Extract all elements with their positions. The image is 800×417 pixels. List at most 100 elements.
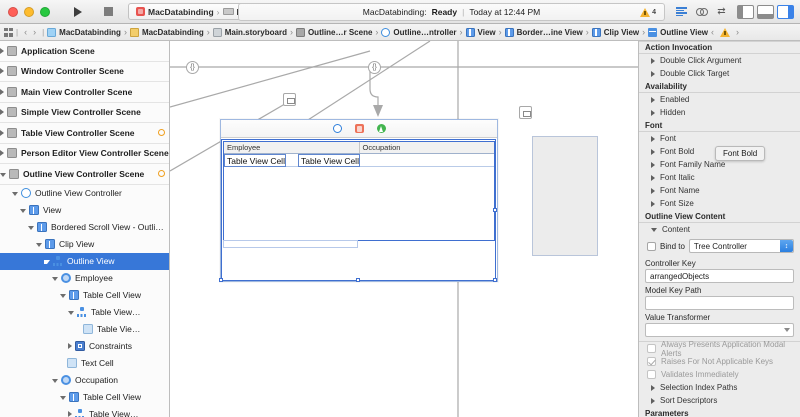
view-controller-dock-icon[interactable] xyxy=(332,124,342,133)
outline-scene-row[interactable]: Person Editor View Controller Scene xyxy=(0,144,169,164)
segue-badge-icon[interactable] xyxy=(519,106,532,119)
outline-scene-row[interactable]: Table View Controller Scene xyxy=(0,123,169,144)
chevron-right-icon[interactable] xyxy=(651,57,655,64)
inspector-option-row[interactable]: Validates Immediately xyxy=(639,368,800,381)
breadcrumb-scroll-view[interactable]: Border…ine View xyxy=(504,27,583,37)
toggle-utilities-button[interactable] xyxy=(777,4,794,19)
disclosure-triangle-icon[interactable] xyxy=(0,150,4,157)
run-button[interactable] xyxy=(64,3,92,20)
connection-badge[interactable]: {} xyxy=(368,61,381,74)
table-view-cell[interactable]: Table View Cell xyxy=(224,154,286,167)
first-responder-dock-icon[interactable] xyxy=(354,124,364,133)
outline-node-row[interactable]: Table Cell View xyxy=(0,389,169,406)
forward-arrow-icon[interactable]: › xyxy=(33,27,37,37)
chevron-right-icon[interactable] xyxy=(651,161,655,168)
disclosure-triangle-icon[interactable] xyxy=(0,129,4,136)
breadcrumb-project[interactable]: MacDatabinding xyxy=(47,27,121,37)
inspector-row[interactable]: Hidden xyxy=(639,106,800,119)
resize-handle[interactable] xyxy=(493,278,497,282)
inspector-row[interactable]: Font Family Name xyxy=(639,158,800,171)
outline-view-table[interactable]: Employee Occupation Table View Cell Tabl… xyxy=(223,141,495,241)
jumpbar-warning-icon[interactable] xyxy=(720,27,731,37)
toggle-debug-area-button[interactable] xyxy=(757,4,774,19)
inspector-row[interactable]: Enabled xyxy=(639,93,800,106)
resize-handle[interactable] xyxy=(219,278,223,282)
model-key-path-input[interactable] xyxy=(645,296,794,310)
storyboard-canvas[interactable]: {} {} Employee Occupation Table Vi xyxy=(170,41,638,417)
exit-dock-icon[interactable] xyxy=(376,124,386,133)
breadcrumb-storyboard[interactable]: Main.storyboard xyxy=(212,27,287,37)
segue-badge-icon[interactable] xyxy=(283,93,296,106)
chevron-right-icon[interactable] xyxy=(651,200,655,207)
disclosure-triangle-icon[interactable] xyxy=(68,343,72,349)
close-button[interactable] xyxy=(8,6,18,17)
option-checkbox[interactable] xyxy=(647,357,656,366)
option-checkbox[interactable] xyxy=(647,370,656,379)
chevron-right-icon[interactable] xyxy=(651,148,655,155)
outline-node-row[interactable]: Text Cell xyxy=(0,355,169,372)
outline-scene-row[interactable]: Simple View Controller Scene xyxy=(0,103,169,123)
outline-node-row[interactable]: Outline View Controller xyxy=(0,185,169,202)
inspector-row[interactable]: Font Name xyxy=(639,184,800,197)
zoom-button[interactable] xyxy=(40,6,50,17)
outline-node-row[interactable]: Bordered Scroll View - Outli… xyxy=(0,219,169,236)
breadcrumb-view[interactable]: View xyxy=(465,27,496,37)
outline-node-row[interactable]: Occupation xyxy=(0,372,169,389)
disclosure-triangle-icon[interactable] xyxy=(68,411,72,417)
outline-node-row[interactable]: Table Vie… xyxy=(0,321,169,338)
breadcrumb-clip-view[interactable]: Clip View xyxy=(591,27,639,37)
table-view-cell[interactable]: Table View Cell xyxy=(298,154,360,167)
inspector-row[interactable]: Selection Index Paths xyxy=(639,381,800,394)
chevron-right-icon[interactable] xyxy=(651,187,655,194)
disclosure-triangle-icon[interactable] xyxy=(0,88,4,95)
toggle-navigator-button[interactable] xyxy=(737,4,754,19)
controller-key-input[interactable]: arrangedObjects xyxy=(645,269,794,283)
chevron-right-icon[interactable] xyxy=(651,109,655,116)
minimize-button[interactable] xyxy=(24,6,34,17)
column-header-employee[interactable]: Employee xyxy=(227,143,261,152)
disclosure-triangle-icon[interactable] xyxy=(0,68,4,75)
outline-node-row[interactable]: View xyxy=(0,202,169,219)
chevron-right-icon[interactable] xyxy=(651,174,655,181)
breadcrumb-scene[interactable]: Outline…r Scene xyxy=(295,27,372,37)
chevron-right-icon[interactable] xyxy=(651,70,655,77)
outline-scene-row[interactable]: Application Scene xyxy=(0,41,169,62)
disclosure-triangle-icon[interactable] xyxy=(36,243,42,247)
inspector-option-row[interactable]: Raises For Not Applicable Keys xyxy=(639,355,800,368)
value-transformer-combo[interactable] xyxy=(645,323,794,337)
chevron-right-icon[interactable] xyxy=(651,96,655,103)
outline-scene-row[interactable]: Main View Controller Scene xyxy=(0,82,169,103)
inspector-option-row[interactable]: Always Presents Application Modal Alerts xyxy=(639,340,800,358)
inspector-row[interactable]: Sort Descriptors xyxy=(639,394,800,407)
issue-badge-icon[interactable] xyxy=(158,129,165,137)
disclosure-triangle-icon[interactable] xyxy=(0,47,4,54)
outline-node-row[interactable]: Employee xyxy=(0,270,169,287)
outline-node-row[interactable]: Table View… xyxy=(0,304,169,321)
bind-to-checkbox[interactable] xyxy=(647,241,656,251)
chevron-right-icon[interactable] xyxy=(651,135,655,142)
disclosure-triangle-icon[interactable] xyxy=(0,172,6,177)
inspector-row[interactable]: Font Italic xyxy=(639,171,800,184)
inspector-row[interactable]: Font Bold xyxy=(639,145,800,158)
outline-node-row[interactable]: Table View… xyxy=(0,406,169,417)
chevron-right-icon[interactable] xyxy=(651,384,655,391)
inspector-row[interactable]: Font xyxy=(639,132,800,145)
breadcrumb-view-controller[interactable]: Outline…ntroller xyxy=(381,27,457,37)
issue-badge-icon[interactable] xyxy=(158,170,165,178)
outline-view-controller-scene[interactable]: Employee Occupation Table View Cell Tabl… xyxy=(219,119,498,282)
disclosure-triangle-icon[interactable] xyxy=(0,109,4,116)
disclosure-triangle-icon[interactable] xyxy=(52,277,58,281)
outline-scene-row[interactable]: Outline View Controller Scene xyxy=(0,164,169,185)
bind-to-popup[interactable]: Tree Controller ↕ xyxy=(688,239,794,253)
back-arrow-icon[interactable]: ‹ xyxy=(24,27,28,37)
outline-node-row-selected[interactable]: Outline View xyxy=(0,252,169,270)
assistant-editor-button[interactable] xyxy=(693,4,710,19)
version-editor-button[interactable]: ⇄ xyxy=(713,4,730,19)
resize-handle[interactable] xyxy=(493,208,497,212)
stop-button[interactable] xyxy=(94,3,122,20)
jump-bar[interactable]: | ‹ › | MacDatabinding › MacDatabinding … xyxy=(0,24,800,41)
outline-node-row[interactable]: Constraints xyxy=(0,338,169,355)
outline-node-row[interactable]: Clip View xyxy=(0,236,169,253)
disclosure-triangle-icon[interactable] xyxy=(20,209,26,213)
